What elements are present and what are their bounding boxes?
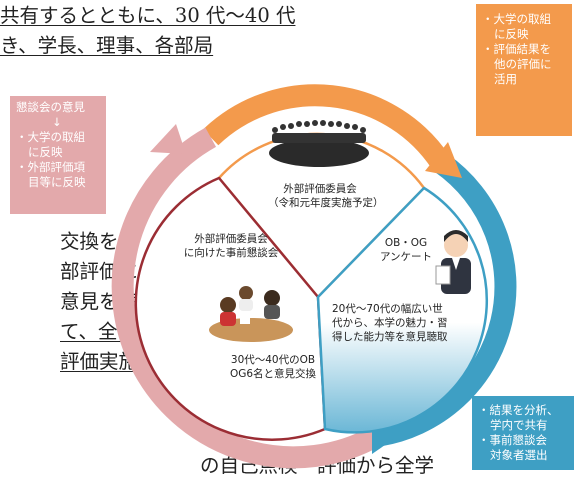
box-br-line-4: 対象者選出 [490,448,548,462]
box-br-line-2: 学内で共有 [490,418,548,432]
audience-icon [269,120,369,167]
ring-arc-pink [111,127,382,469]
box-l-line-4: に反映 [28,145,63,159]
arrow-orange-head [425,142,462,178]
segment-right-label: OB・OG アンケート [376,236,436,264]
meeting-icon [209,286,293,342]
segment-right-label-2: アンケート [379,251,433,263]
segment-right-label-1: OB・OG [384,237,428,249]
ring-arc-orange [203,84,451,169]
doc-line-2: き、学長、理事、各部局 [0,34,214,57]
segment-top-label: 外部評価委員会 （令和元年度実施予定） [268,182,384,210]
segment-top-label-1: 外部評価委員会 [283,183,357,195]
box-br-line-1: ・結果を分析、 [478,403,559,417]
box-tr-line-5: 活用 [494,72,517,86]
doc-line-3: 交換を [60,230,119,253]
result-box-left: 懇談会の意見 ↓ ・大学の取組 に反映 ・外部評価項 目等に反映 [10,96,106,214]
segment-left-caption: 30代〜40代のOB OG6名と意見交換 [218,353,328,381]
box-tr-line-1: ・大学の取組 [482,12,551,26]
segment-right-caption-2: 代から、本学の魅力・習 [332,317,448,329]
box-l-line-1: 懇談会の意見 [16,100,85,114]
segment-top-label-2: （令和元年度実施予定） [268,197,384,209]
box-br-line-3: ・事前懇談会 [478,433,547,447]
segment-left-caption-1: 30代〜40代のOB [230,354,316,366]
box-tr-line-3: ・評価結果を [482,42,551,56]
doc-line-1: 共有するとともに、30 代〜40 代 [0,4,296,27]
segment-right-caption: 20代〜70代の幅広い世 代から、本学の魅力・習 得した能力等を意見聴取 [332,302,466,344]
ring-arc-teal [374,153,517,447]
segment-left-label-1: 外部評価委員会 [194,233,268,245]
box-l-line-2: ↓ [52,115,62,129]
segment-left-label: 外部評価委員会 に向けた事前懇談会 [176,232,286,260]
arrow-pink-head [150,124,186,154]
box-tr-line-2: に反映 [494,27,529,41]
box-tr-line-4: 他の評価に [494,57,552,71]
segment-right-caption-3: 得した能力等を意見聴取 [332,331,448,343]
segment-left-label-2: に向けた事前懇談会 [183,247,279,259]
segment-left-caption-2: OG6名と意見交換 [229,368,317,380]
person-with-document-icon [435,230,471,294]
result-box-top-right: ・大学の取組 に反映 ・評価結果を 他の評価に 活用 [476,4,572,136]
segment-right [316,186,489,434]
box-l-line-3: ・大学の取組 [16,130,85,144]
box-l-line-5: ・外部評価項 [16,160,85,174]
segment-right-caption-1: 20代〜70代の幅広い世 [332,303,443,315]
box-l-line-6: 目等に反映 [28,175,86,189]
result-box-bottom-right: ・結果を分析、 学内で共有 ・事前懇談会 対象者選出 [472,396,574,470]
